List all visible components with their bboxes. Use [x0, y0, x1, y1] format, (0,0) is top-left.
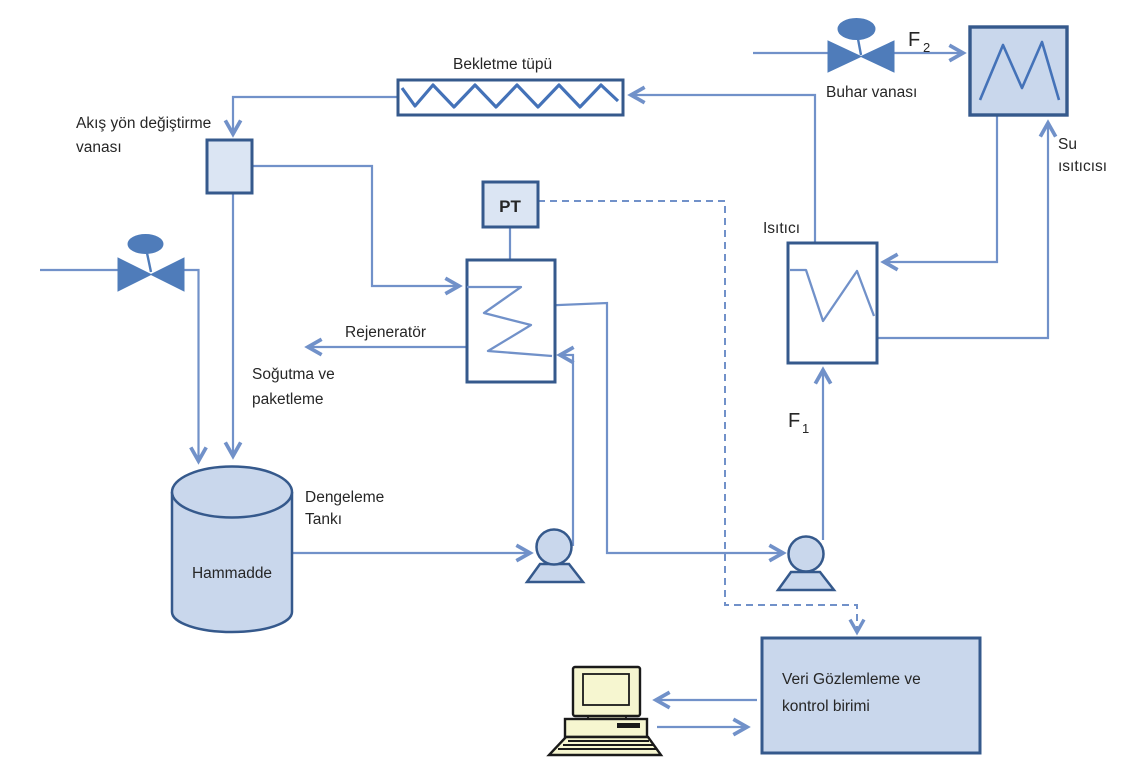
water-heater: [968, 25, 1069, 117]
holding-tube: [396, 78, 625, 117]
raw-material-label: Hammadde: [192, 565, 272, 582]
diagram-labels: Bekletme tüpü Akış yön değiştirme vanası…: [76, 29, 1107, 715]
pipe-water-return: [877, 119, 1058, 340]
flow-direction-valve: [205, 138, 254, 195]
tank-body: [170, 492, 294, 634]
computer-icon: [546, 665, 664, 757]
pt-label: PT: [499, 197, 521, 216]
f2-subscript: 2: [923, 40, 930, 55]
pipe-regenerator-to-pump2: [510, 301, 787, 563]
pump2-icon: [775, 535, 837, 592]
steam-valve-actuator: [837, 18, 876, 40]
control-unit-label-line2: kontrol birimi: [782, 698, 870, 715]
inlet-valve-left-wedge: [117, 257, 153, 292]
signal-pt-to-control: [538, 200, 866, 636]
heater: [786, 241, 879, 365]
f1-label: F: [788, 410, 800, 432]
steam-valve-right-wedge: [859, 40, 895, 73]
pipe-lines: [40, 43, 1058, 737]
inlet-valve-right-wedge: [149, 257, 185, 292]
water-heater-label-line1: Su: [1058, 136, 1077, 153]
regenerator-label: Rejeneratör: [345, 324, 426, 341]
pipe-tube-to-flow-valve: [223, 95, 398, 138]
balance-tank-label-line1: Dengeleme: [305, 489, 384, 506]
tank-top: [170, 465, 294, 519]
pump2-base: [775, 570, 837, 592]
balance-tank-label-line2: Tankı: [305, 511, 342, 528]
computer-disk-slot: [617, 723, 640, 728]
water-heater-coil-icon: [978, 40, 1061, 101]
steam-valve-label: Buhar vanası: [826, 84, 917, 101]
regenerator-coil-icon: [467, 285, 553, 358]
inlet-valve-stem: [145, 252, 153, 273]
water-heater-label-line2: ısıtıcısı: [1058, 158, 1107, 175]
inlet-valve-actuator: [127, 234, 164, 254]
pump1-impeller: [535, 528, 573, 566]
pipe-valve-to-regenerator: [252, 164, 463, 296]
pump2-impeller: [787, 535, 825, 573]
steam-valve-left-wedge: [827, 40, 863, 73]
cooling-label-line1: Soğutma ve: [252, 366, 335, 383]
heater-box: [786, 241, 879, 365]
computer-screen: [582, 673, 630, 706]
control-unit-box: [760, 636, 982, 755]
computer-keys: [558, 740, 657, 750]
pump1-icon: [524, 528, 586, 584]
heater-coil-icon: [790, 268, 876, 323]
pump1-base: [524, 562, 586, 584]
holding-tube-label: Bekletme tüpü: [453, 56, 552, 73]
cooling-label-line2: paketleme: [252, 391, 324, 408]
steam-valve-stem: [856, 38, 863, 56]
pipe-inlet-valve-to-tank: [184, 268, 208, 465]
f1-subscript: 1: [802, 421, 809, 436]
regenerator: [465, 258, 557, 384]
pipe-water-to-heater: [880, 115, 999, 272]
balance-tank: [170, 465, 294, 634]
pipe-pump1-to-regenerator: [556, 345, 575, 546]
heater-label: Isıtıcı: [763, 220, 800, 237]
inlet-valve-icon: [117, 234, 185, 292]
holding-tube-coil-icon: [400, 83, 620, 109]
steam-valve-icon: [827, 18, 895, 73]
f2-label: F: [908, 29, 920, 51]
pipe-heater-to-tube: [627, 85, 817, 243]
water-heater-box: [968, 25, 1069, 117]
control-unit-label-line1: Veri Gözlemleme ve: [782, 671, 921, 688]
flow-valve-label-line1: Akış yön değiştirme: [76, 115, 211, 132]
pt-sensor-box: [481, 180, 540, 229]
holding-tube-box: [396, 78, 625, 117]
flow-valve-label-line2: vanası: [76, 139, 122, 156]
